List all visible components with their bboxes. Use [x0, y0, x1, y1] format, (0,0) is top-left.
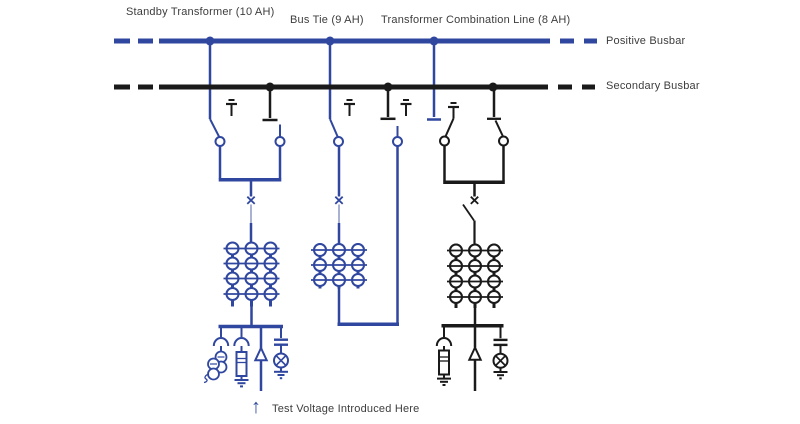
positive-busbar: [114, 36, 597, 46]
branch-standby-transformer: [203, 89, 289, 391]
earth-symbol: [344, 99, 355, 116]
label-standby-transformer: Standby Transformer (10 AH): [126, 6, 275, 18]
ground-symbol: [234, 379, 249, 388]
disconnect-switch-closed: [209, 118, 226, 147]
label-test-voltage: Test Voltage Introduced Here: [272, 403, 420, 415]
test-voltage-injection-line: [467, 327, 483, 391]
up-triangle-symbol: [253, 345, 269, 362]
voltage-transformer: [203, 328, 230, 384]
label-positive-busbar: Positive Busbar: [606, 35, 686, 47]
transformer-bank-grid: [223, 241, 280, 307]
positive-busbar-drops: [208, 43, 441, 121]
disconnect-switch-open: [262, 89, 286, 147]
secondary-busbar: [114, 82, 595, 92]
test-voltage-injection-line: [253, 328, 269, 391]
test-voltage-arrow-icon: ↑: [251, 396, 261, 418]
transformer-bank-grid: [447, 243, 503, 308]
busbar-junction-dot: [325, 36, 335, 46]
busbar-junction-dot: [429, 36, 439, 46]
label-bus-tie: Bus Tie (9 AH): [290, 14, 364, 26]
branch-transformer-combination-line: [435, 89, 509, 391]
label-secondary-busbar: Secondary Busbar: [606, 80, 700, 92]
earth-switch: [439, 102, 459, 147]
test-tap-x-mark: [246, 196, 256, 205]
disconnect-switch-open: [380, 89, 403, 147]
capacitor-lamp-to-ground: [492, 327, 509, 380]
earth-symbol: [226, 99, 237, 116]
fuse-to-ground: [435, 327, 453, 386]
test-tap-x-mark: [334, 196, 344, 205]
earth-symbol: [400, 99, 412, 116]
branch-bus-tie: [311, 89, 403, 327]
busbar-junction-dot: [265, 82, 275, 92]
test-tap-x-mark: [470, 196, 479, 205]
fuse-to-ground: [233, 328, 250, 388]
ground-symbol: [437, 377, 451, 386]
busbar-junction-dot: [383, 82, 393, 92]
earth-symbols: [226, 99, 412, 116]
ground-symbol: [274, 370, 288, 380]
ground-symbol: [493, 371, 508, 380]
disconnect-switch-closed: [329, 118, 344, 147]
busbar-junction-dot: [205, 36, 215, 46]
open-switch-arm: [462, 203, 475, 222]
winding-ticks: [311, 249, 367, 281]
capacitor-lamp-to-ground: [273, 328, 289, 380]
disconnect-switch-closed: [487, 89, 509, 147]
winding-ticks: [223, 247, 280, 295]
winding-ticks: [447, 249, 503, 298]
label-transformer-combination-line: Transformer Combination Line (8 AH): [381, 14, 571, 26]
up-triangle-symbol: [467, 345, 483, 361]
transformer-bank-grid: [311, 243, 367, 289]
